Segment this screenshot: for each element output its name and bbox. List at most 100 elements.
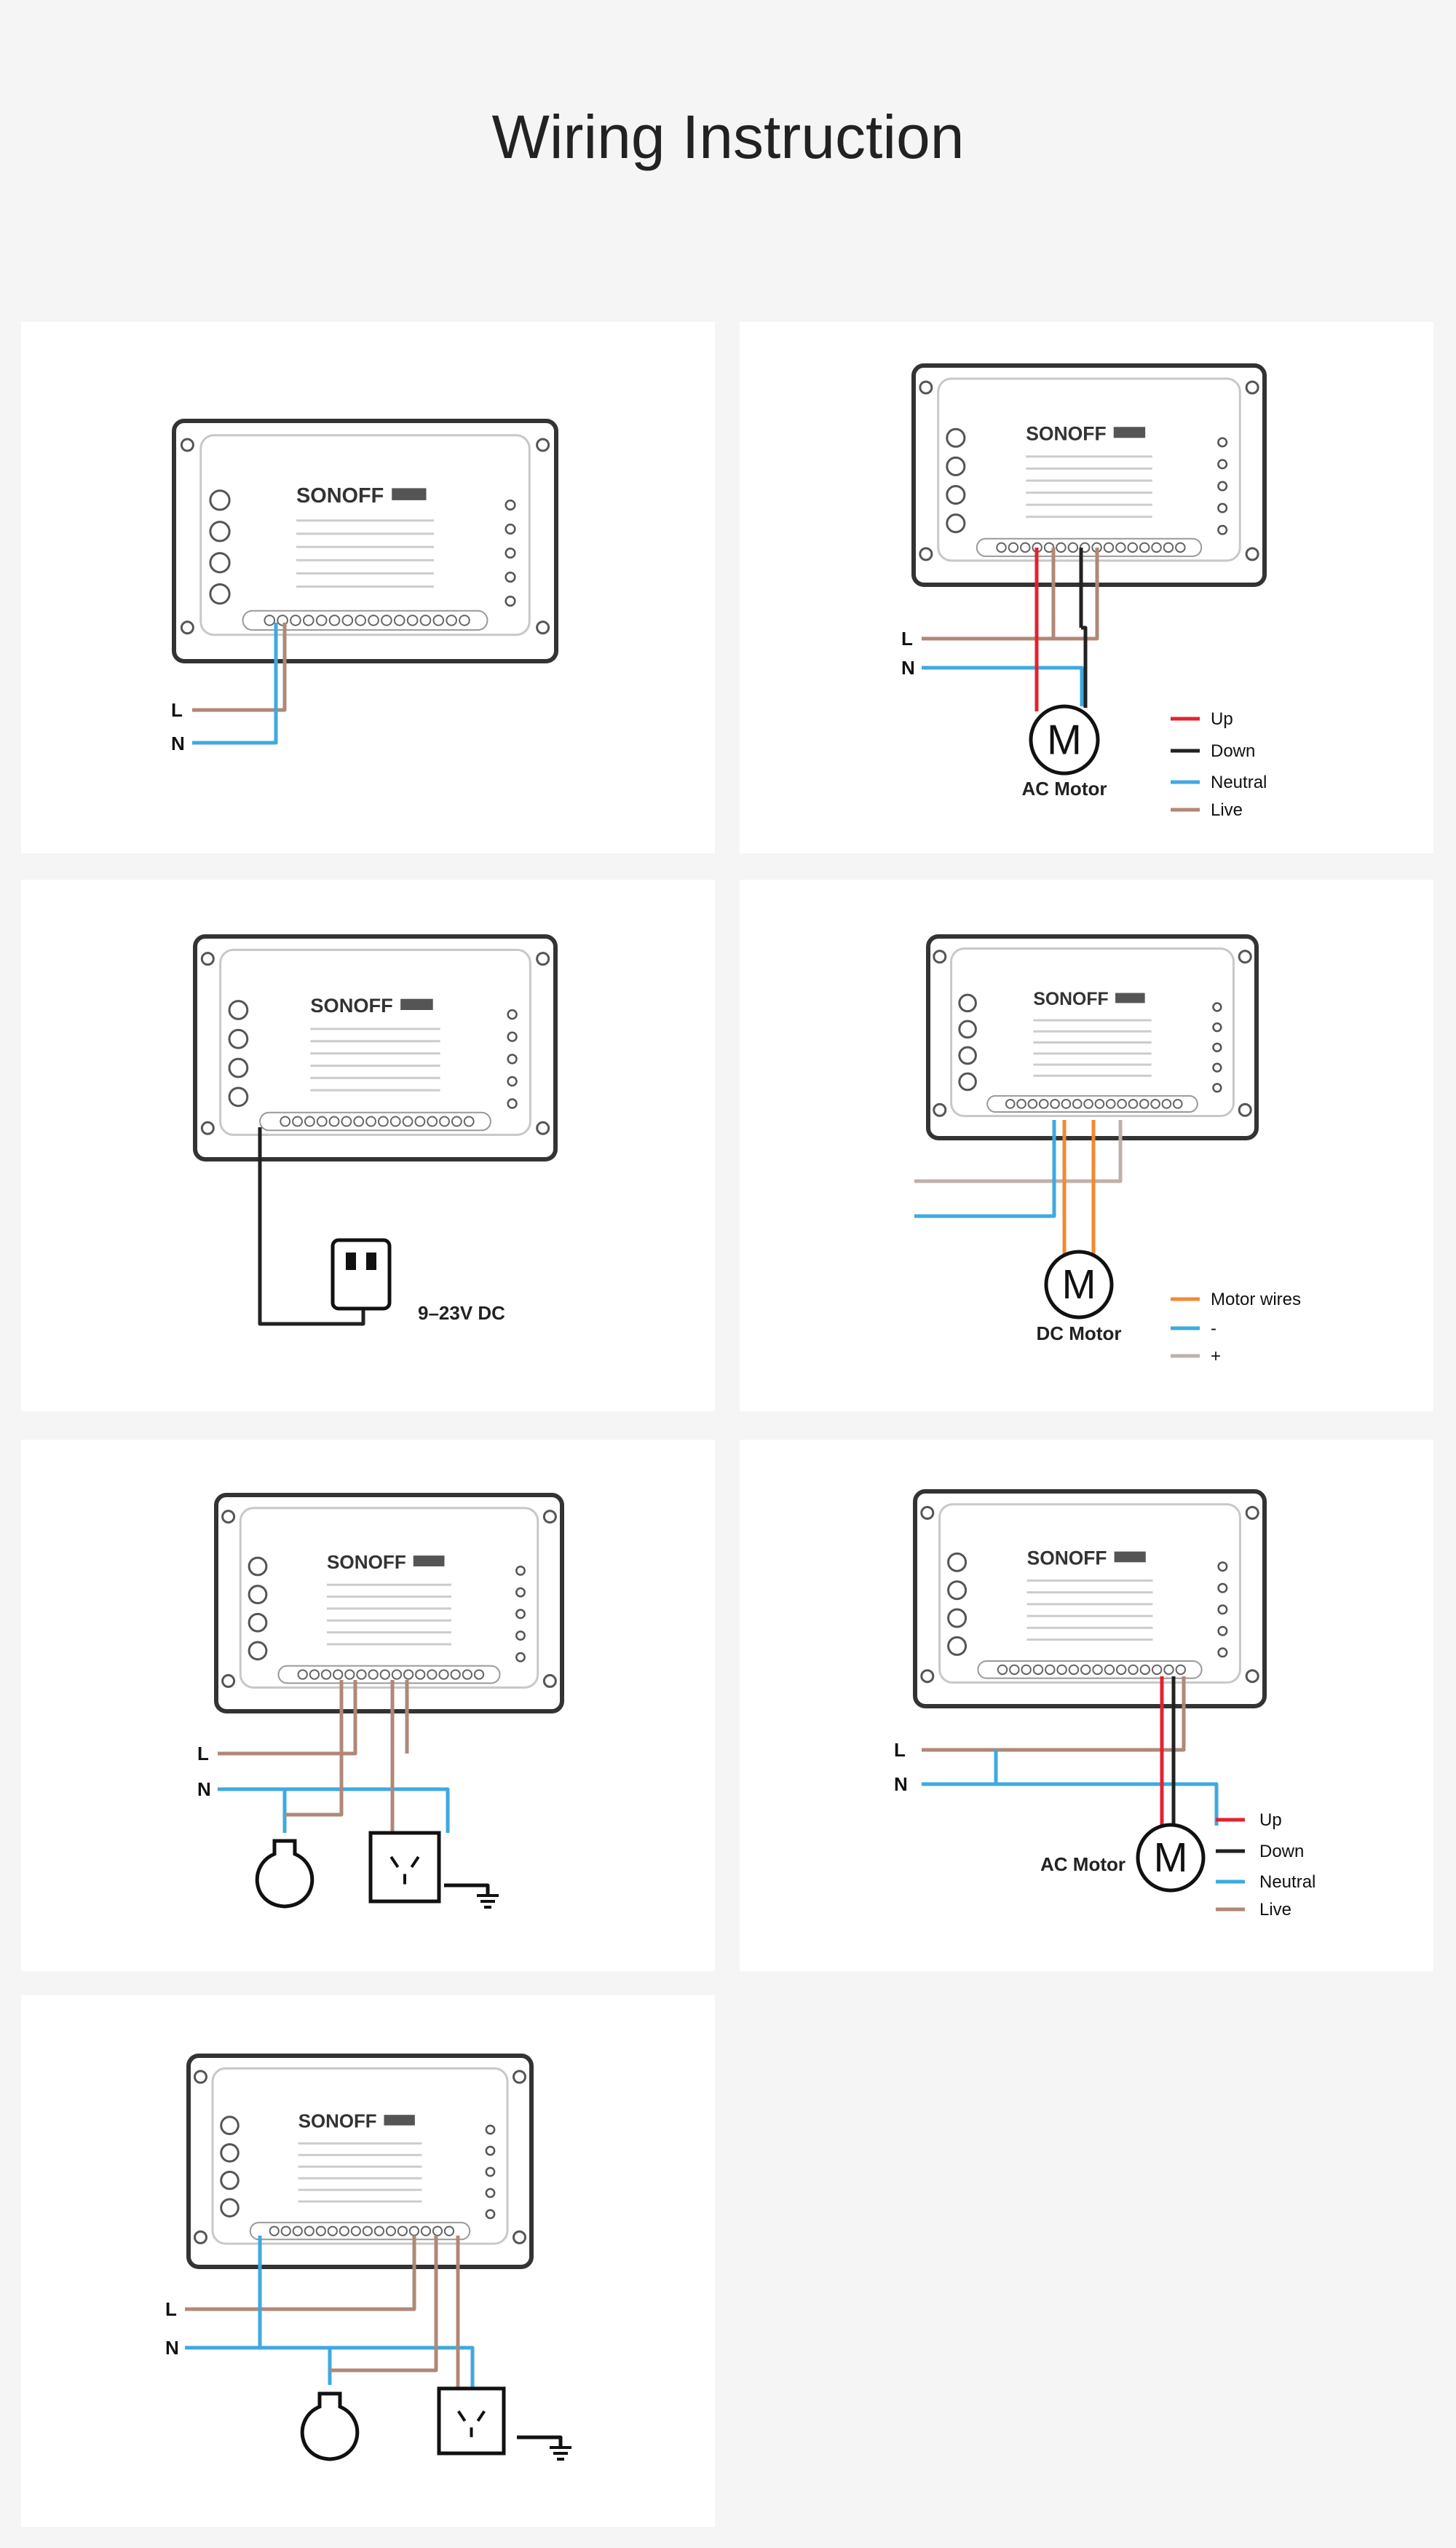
motor-label: AC Motor xyxy=(1040,1853,1125,1875)
mount-hole-icon xyxy=(1238,950,1252,964)
spec-text-line xyxy=(1033,1063,1152,1066)
light-bulb-icon xyxy=(300,2391,360,2461)
terminal-screw-icon xyxy=(365,1116,376,1127)
terminal-screw-icon xyxy=(473,1669,485,1680)
button-icon xyxy=(947,1552,968,1572)
down-wire xyxy=(1081,626,1088,708)
device-body xyxy=(913,1489,1267,1708)
terminal-screw-icon xyxy=(1021,1664,1032,1676)
terminal-screw-icon xyxy=(1056,1664,1067,1676)
spec-text-line xyxy=(310,1040,440,1043)
terminal-screw-icon xyxy=(1009,1664,1020,1676)
led-indicator-icon xyxy=(515,1609,526,1620)
spec-text-line xyxy=(327,1619,451,1622)
spec-text-line xyxy=(298,2165,422,2168)
terminal-screw-icon xyxy=(1151,542,1162,553)
terminal-screw-icon xyxy=(315,615,328,626)
panel-wiring-2: L N AC Motor Up Down Neutral Live SONOFF… xyxy=(740,322,1433,853)
spec-text-line xyxy=(310,1089,440,1092)
terminal-screw-icon xyxy=(328,615,341,626)
spec-text-line xyxy=(298,2177,422,2180)
terminal-screw-icon xyxy=(459,615,470,626)
mount-hole-icon xyxy=(919,380,933,395)
led-indicator-icon xyxy=(505,499,516,511)
terminal-screw-icon xyxy=(1127,542,1139,553)
terminal-screw-icon xyxy=(333,1669,344,1680)
live-label: L xyxy=(901,628,913,650)
legend-neutral: Neutral xyxy=(1211,773,1267,792)
spec-text-line xyxy=(1026,1638,1153,1641)
terminal-screw-icon xyxy=(1032,1664,1044,1676)
button-icon xyxy=(228,1057,249,1078)
ground-wire xyxy=(444,1883,490,1896)
model-badge xyxy=(400,998,433,1010)
panel-wiring-7: L N SONOFF xyxy=(21,1995,715,2527)
terminal-screw-icon xyxy=(350,2225,361,2236)
button-icon xyxy=(220,2198,240,2218)
spec-text-line xyxy=(296,532,434,535)
led-indicator-icon xyxy=(1212,1002,1222,1012)
sonoff-logo: SONOFF xyxy=(296,484,384,508)
terminal-screw-icon xyxy=(1045,1664,1056,1676)
led-indicator-icon xyxy=(1212,1062,1222,1073)
led-indicator-icon xyxy=(515,1630,526,1641)
terminal-screw-icon xyxy=(1027,1099,1038,1109)
terminal-screw-icon xyxy=(389,1116,401,1127)
button-icon xyxy=(947,1580,968,1601)
mount-hole-icon xyxy=(536,952,550,966)
led-indicator-icon xyxy=(1217,502,1228,513)
terminal-screw-icon xyxy=(356,1669,367,1680)
mount-hole-icon xyxy=(1238,1103,1252,1117)
power-socket-icon xyxy=(437,2386,506,2456)
terminal-screw-icon xyxy=(1103,542,1115,553)
legend-minus: - xyxy=(1211,1319,1216,1338)
led-indicator-icon xyxy=(507,1054,518,1065)
terminal-screw-icon xyxy=(415,1669,426,1680)
mount-hole-icon xyxy=(193,2230,207,2244)
motor-icon xyxy=(1136,1823,1206,1893)
led-indicator-icon xyxy=(515,1566,526,1576)
spec-text-line xyxy=(298,2153,422,2156)
model-badge xyxy=(384,2115,415,2126)
legend-live: Live xyxy=(1259,1900,1291,1920)
motor-label: AC Motor xyxy=(1022,778,1107,800)
spec-text-line xyxy=(296,572,434,575)
neutral-label: N xyxy=(894,1773,908,1795)
device-inner-frame xyxy=(211,2067,509,2245)
terminal-screw-icon xyxy=(381,615,392,626)
terminal-screw-icon xyxy=(1072,1099,1083,1109)
button-icon xyxy=(220,2115,240,2135)
device-body xyxy=(193,934,558,1161)
button-icon xyxy=(228,1000,249,1020)
neutral-label: N xyxy=(197,1778,211,1800)
button-icon xyxy=(228,1028,249,1049)
motor-label: DC Motor xyxy=(1037,1322,1122,1344)
adapter-prong xyxy=(366,1253,376,1270)
terminal-screw-icon xyxy=(1105,1099,1116,1109)
terminal-screw-icon xyxy=(406,615,419,626)
lamp-live xyxy=(285,1680,344,1817)
live-wire xyxy=(922,1676,1186,1752)
live-label: L xyxy=(894,1739,906,1761)
sonoff-logo: SONOFF xyxy=(327,1551,406,1573)
terminal-screw-icon xyxy=(1005,1099,1016,1109)
led-indicator-icon xyxy=(507,1098,518,1109)
terminal-screw-icon xyxy=(996,542,1007,553)
terminal-screw-icon xyxy=(450,1669,461,1680)
terminal-screw-icon xyxy=(419,615,432,626)
model-badge xyxy=(1113,427,1146,438)
relay-device: SONOFF xyxy=(193,934,558,1161)
terminal-screw-icon xyxy=(391,1669,403,1680)
terminal-screw-icon xyxy=(302,615,314,626)
ground-wire xyxy=(517,2435,563,2448)
led-indicator-icon xyxy=(507,1076,518,1087)
neutral-wire xyxy=(218,1787,450,1833)
power-socket-icon xyxy=(368,1831,441,1904)
spec-text-line xyxy=(1026,503,1152,506)
terminal-screw-icon xyxy=(368,615,379,626)
legend-up: Up xyxy=(1259,1810,1282,1830)
mount-hole-icon xyxy=(221,1510,236,1524)
button-icon xyxy=(958,1072,977,1092)
mount-hole-icon xyxy=(933,950,947,964)
